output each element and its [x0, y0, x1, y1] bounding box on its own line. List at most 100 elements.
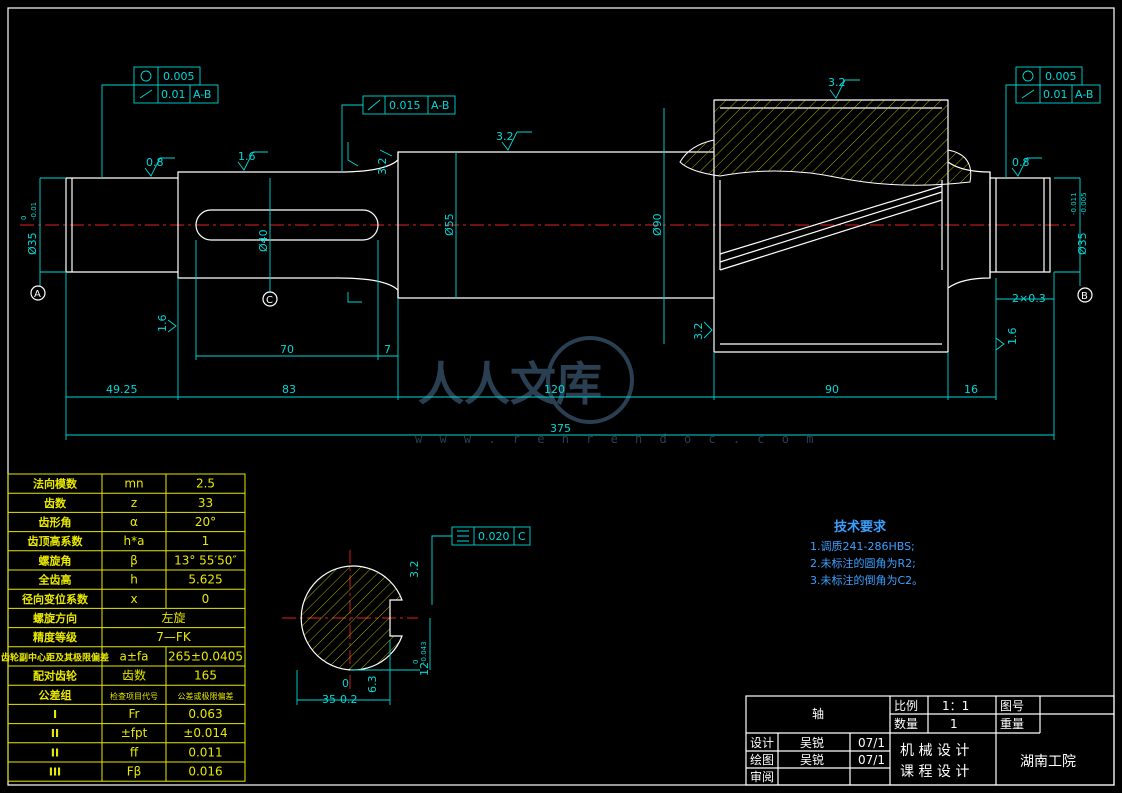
frame-sym-ref: C [518, 530, 526, 543]
gear-table-cell: mn [124, 477, 143, 491]
gear-table-cell: h*a [124, 534, 145, 548]
datum-a: A [34, 289, 41, 300]
frame-mid-ref: A-B [431, 99, 449, 112]
cylindricity-icon [140, 70, 152, 82]
dim-d35-left-tol-lo: -0.01 [30, 202, 38, 220]
title-block: 轴 比例 1：1 图号 数量 1 重量 设计 吴锐 07/1 绘图 吴锐 07/… [745, 695, 1115, 786]
dim-83: 83 [282, 383, 296, 396]
dimension-lines [39, 108, 1081, 440]
gear-table-cell: ff [130, 745, 139, 759]
drawing-border [7, 7, 1115, 786]
design-date: 07/1 [858, 736, 885, 750]
section-depth-tol-up: 0 [412, 660, 420, 664]
gear-table-cell: 0.063 [188, 707, 222, 721]
gear-table-cell: h [130, 573, 138, 587]
design-name: 吴锐 [800, 736, 824, 750]
gear-table-cell: 全齿高 [38, 573, 72, 587]
runout-icon-2 [367, 99, 381, 111]
datum-markers: A C B [30, 285, 1093, 307]
frame-right-a: 0.005 [1045, 70, 1077, 83]
gear-table-cell: 检查项目代号 [110, 691, 158, 701]
qty-label: 数量 [894, 716, 918, 731]
gear-table-cell: 公差组 [39, 688, 72, 702]
gear-table-cell: 齿数 [122, 668, 146, 683]
watermark-logo-icon [546, 336, 634, 424]
gear-table-cell: 配对齿轮 [33, 669, 77, 683]
gear-table-cell: 螺旋方向 [33, 611, 77, 625]
dim-375: 375 [550, 422, 571, 435]
watermark-text: 人人文库 [418, 357, 602, 411]
dim-16: 16 [964, 383, 978, 396]
datum-b-icon [1077, 287, 1093, 303]
gear-table-cell: 265±0.0405 [168, 649, 243, 663]
gear-table-cell: 0 [202, 592, 210, 606]
roughness-9: 1.6 [1006, 328, 1019, 346]
roughness-3: 3.2 [496, 130, 514, 143]
runout-icon [139, 89, 153, 99]
gear-table-cell: 165 [194, 669, 217, 683]
roughness-5: 3.2 [376, 158, 389, 176]
section-r-left: 0 [342, 677, 349, 690]
tolerance-frame-middle: 0.015 A-B [341, 95, 456, 172]
gear-table-cell: Fr [129, 707, 140, 721]
scale-label: 比例 [894, 699, 918, 713]
dim-d35-right-tol-lo: -0.005 [1080, 192, 1088, 215]
dim-chamfer: 2×0.3 [1012, 292, 1046, 305]
gear-table-cell: 7—FK [156, 630, 192, 644]
roughness-symbols: 0.8 1.6 3.2 3.2 3.2 3.2 0.8 1.6 1.6 [144, 76, 1042, 351]
weight-label: 重量 [1000, 717, 1024, 731]
keyway-slot [195, 209, 379, 241]
tolerance-frame-right: 0.005 0.01 A-B [1005, 66, 1101, 178]
scale-value: 1：1 [942, 699, 969, 713]
datum-a-icon [30, 285, 46, 301]
gear-table-cell: 齿形角 [39, 515, 72, 529]
symmetry-icon [457, 530, 469, 542]
roughness-6: 3.2 [692, 323, 705, 341]
draw-label: 绘图 [750, 752, 774, 767]
gear-table-cell: 5.625 [188, 573, 222, 587]
gear-table-cell: α [130, 515, 138, 529]
gear-table-cell: I [53, 708, 57, 721]
roughness-2: 1.6 [238, 150, 256, 163]
gear-table-cell: a±fa [120, 649, 149, 663]
roughness-4: 3.2 [828, 76, 846, 89]
dim-d35-left-tol-up: 0 [20, 216, 28, 220]
datum-c-icon [262, 291, 278, 307]
section-depth-tol-lo: -0.043 [420, 641, 428, 664]
course-line-2: 课 程 设 计 [900, 764, 969, 780]
frame-left-b: 0.01 [161, 88, 186, 101]
gear-hatch-section [679, 99, 972, 186]
dim-70: 70 [280, 343, 294, 356]
gear-table-cell: 33 [198, 496, 213, 510]
section-r-bot: 6.3 [366, 676, 379, 694]
qty-value: 1 [950, 717, 958, 731]
tolerance-frame-left: 0.005 0.01 A-B [101, 66, 219, 178]
gear-table-cell: ±fpt [121, 726, 148, 740]
draw-date: 07/1 [858, 753, 885, 767]
gear-table-cell: 2.5 [196, 477, 215, 491]
gear-table-cell: 公差或极限偏差 [178, 691, 234, 701]
gear-table-cell: 法向模数 [33, 477, 78, 491]
gear-table-cell: 0.016 [188, 765, 222, 779]
dim-d40: Ø40 [257, 229, 270, 252]
frame-right-b: 0.01 [1043, 88, 1068, 101]
dim-d35-right-tol-up: -0.011 [1070, 192, 1078, 215]
gear-table-cell: 0.011 [188, 745, 222, 759]
tech-requirements: 技术要求 1.调质241-286HBS; 2.未标注的圆角为R2; 3.未标注的… [810, 519, 923, 587]
section-hatch [300, 565, 403, 671]
dim-120: 120 [544, 383, 565, 396]
frame-left-b-ref: A-B [193, 88, 211, 101]
gear-table-cell: ±0.014 [183, 726, 227, 740]
section-width: 35-0.2 [322, 693, 357, 706]
gear-table-cell: 齿轮副中心距及其极限偏差 [1, 651, 109, 663]
dim-90: 90 [825, 383, 839, 396]
section-r-top: 3.2 [408, 561, 421, 579]
dim-49-25: 49.25 [106, 383, 138, 396]
dim-d35-left: Ø35 [26, 232, 39, 255]
tech-item-1: 1.调质241-286HBS; [810, 540, 915, 553]
watermark: 人人文库 w w w . r e n r e n d o c . c o m [415, 336, 813, 446]
part-name: 轴 [812, 706, 824, 721]
dim-d90: Ø90 [651, 213, 664, 236]
